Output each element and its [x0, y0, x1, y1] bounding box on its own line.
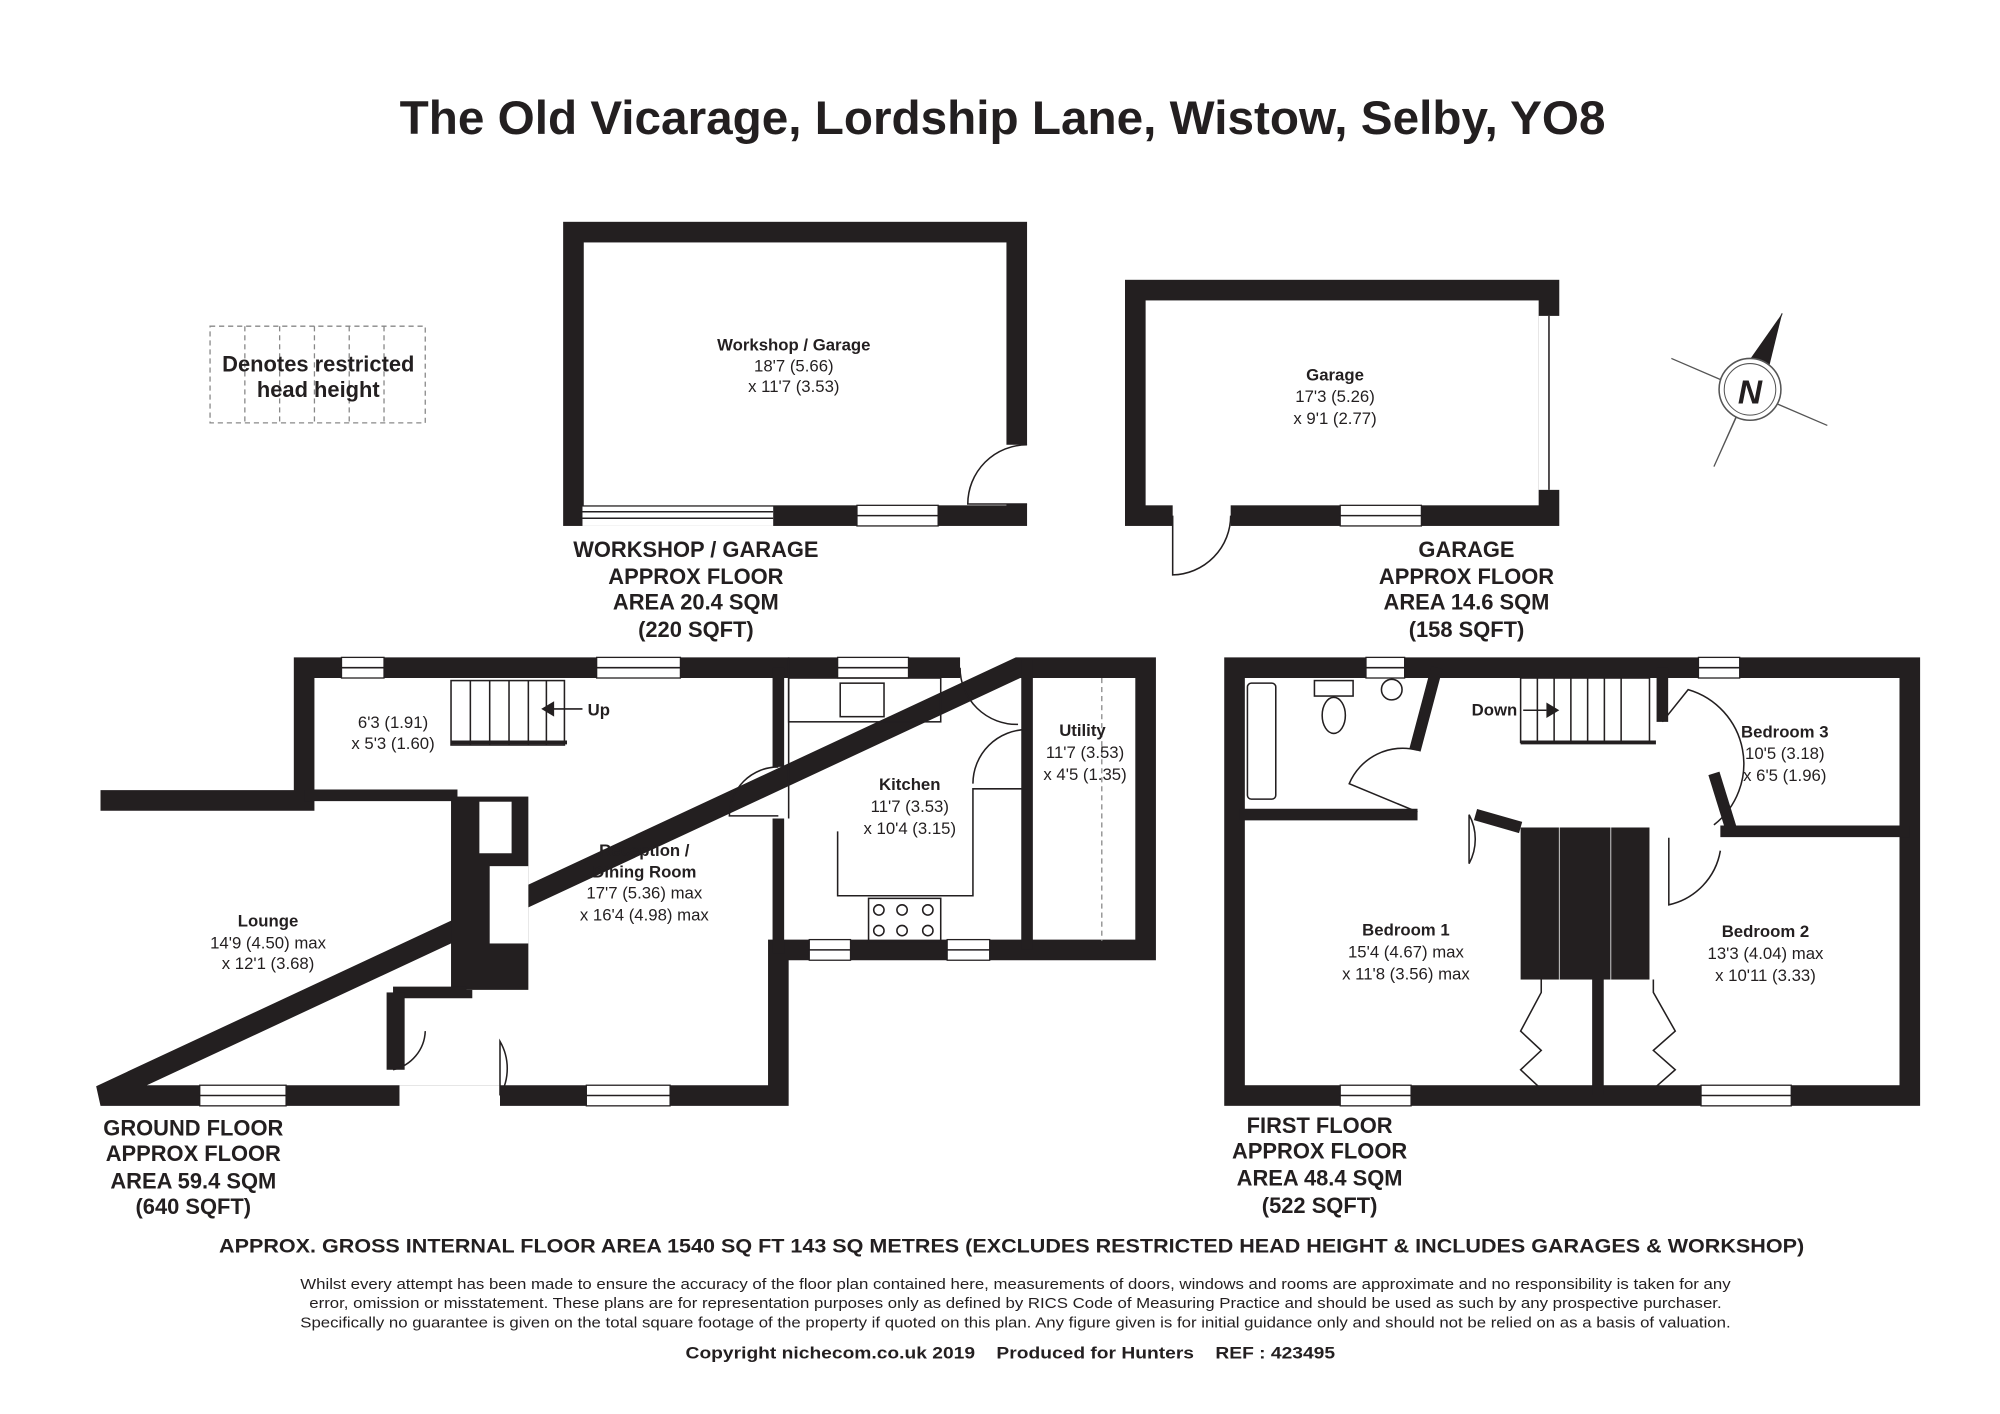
workshop-garage-plan: Workshop / Garage 18'7 (5.66) x 11'7 (3.… — [563, 221, 1029, 527]
compass-north-icon: N — [1671, 313, 1828, 467]
room-name: Bedroom 1 — [1362, 921, 1450, 940]
room-dimension: x 16'4 (4.98) max — [580, 905, 710, 924]
room-name: Garage — [1306, 365, 1364, 384]
room-dimension: x 10'11 (3.33) — [1715, 966, 1816, 985]
caption-line: APPROX FLOOR — [1379, 564, 1554, 589]
basin-icon — [1380, 678, 1403, 701]
room-dimension: x 5'3 (1.60) — [351, 734, 434, 753]
caption-line: GROUND FLOOR — [103, 1115, 283, 1140]
room-dimension: 15'4 (4.67) max — [1348, 943, 1464, 962]
garage-plan: Garage 17'3 (5.26) x 9'1 (2.77) — [1125, 279, 1562, 576]
room-dimension: x 11'8 (3.56) max — [1342, 965, 1470, 984]
room-dimension: 17'7 (5.36) max — [586, 883, 702, 902]
caption-line: AREA 14.6 SQM — [1384, 590, 1550, 615]
ground-floor-plan: Up 6'3 (1.91) x 5'3 (1.60) Lounge 14'9 (… — [96, 656, 1156, 1109]
caption-line: (158 SQFT) — [1409, 617, 1525, 642]
room-dimension: 11'7 (3.53) — [871, 797, 949, 816]
toilet-icon — [1313, 679, 1354, 697]
caption-line: (220 SQFT) — [638, 617, 754, 642]
room-dimension: 11'7 (3.53) — [1046, 743, 1124, 762]
room-dimension: x 12'1 (3.68) — [222, 954, 315, 973]
room-dimension: 13'3 (4.04) max — [1708, 944, 1824, 963]
caption-line: APPROX FLOOR — [1232, 1139, 1407, 1164]
room-dimension: x 11'7 (3.53) — [748, 377, 839, 396]
caption-line: APPROX FLOOR — [608, 564, 783, 589]
first-floor-area-caption: FIRST FLOOR APPROX FLOOR AREA 48.4 SQM (… — [1232, 1113, 1407, 1218]
stairs-down-label: Down — [1472, 700, 1518, 719]
restricted-head-height-legend: Denotes restricted head height — [209, 325, 426, 424]
garage-area-caption: GARAGE APPROX FLOOR AREA 14.6 SQM (158 S… — [1379, 537, 1554, 642]
room-name: Dining Room — [592, 863, 696, 882]
caption-line: FIRST FLOOR — [1247, 1113, 1393, 1138]
room-dimension: x 10'4 (3.15) — [863, 819, 956, 838]
sink-icon — [839, 682, 885, 718]
room-name: Bedroom 3 — [1741, 722, 1829, 741]
room-name: Kitchen — [879, 775, 940, 794]
room-dimension: x 6'5 (1.96) — [1743, 766, 1826, 785]
hob-icon — [867, 897, 942, 943]
disclaimer-line: Specifically no guarantee is given on th… — [300, 1315, 1730, 1331]
stairs-up-label: Up — [588, 700, 610, 719]
caption-line: AREA 20.4 SQM — [613, 590, 779, 615]
room-dimension: 6'3 (1.91) — [358, 713, 428, 732]
room-dimension: x 4'5 (1.35) — [1043, 765, 1126, 784]
room-name: Bedroom 2 — [1722, 922, 1810, 941]
page-title: The Old Vicarage, Lordship Lane, Wistow,… — [400, 92, 1606, 145]
caption-line: (522 SQFT) — [1262, 1193, 1378, 1218]
room-dimension: 14'9 (4.50) max — [210, 934, 326, 953]
room-dimension: 10'5 (3.18) — [1745, 744, 1825, 763]
copyright: Copyright nichecom.co.uk 2019 Produced f… — [686, 1343, 1335, 1362]
bath-icon — [1246, 682, 1277, 800]
room-name: Workshop / Garage — [717, 336, 870, 355]
legend-text: Denotes restricted — [222, 351, 414, 376]
room-name: Utility — [1059, 721, 1106, 740]
disclaimer-line: error, omission or misstatement. These p… — [309, 1296, 1721, 1312]
room-name: Lounge — [238, 912, 298, 931]
caption-line: WORKSHOP / GARAGE — [573, 537, 818, 562]
room-name: Reception / — [599, 841, 690, 860]
caption-line: (640 SQFT) — [136, 1194, 252, 1219]
gross-area-summary: APPROX. GROSS INTERNAL FLOOR AREA 1540 S… — [219, 1237, 1804, 1258]
compass-label: N — [1738, 375, 1763, 412]
disclaimer-line: Whilst every attempt has been made to en… — [300, 1277, 1731, 1293]
caption-line: GARAGE — [1418, 537, 1514, 562]
ground-floor-area-caption: GROUND FLOOR APPROX FLOOR AREA 59.4 SQM … — [103, 1115, 283, 1219]
caption-line: AREA 59.4 SQM — [110, 1168, 276, 1193]
caption-line: APPROX FLOOR — [106, 1141, 281, 1166]
room-dimension: x 9'1 (2.77) — [1293, 409, 1376, 428]
workshop-area-caption: WORKSHOP / GARAGE APPROX FLOOR AREA 20.4… — [573, 537, 818, 642]
legend-text: head height — [257, 377, 381, 402]
first-floor-plan: Down Bedroom 3 10'5 (3.18) x 6'5 (1.96) … — [1224, 656, 1921, 1107]
caption-line: AREA 48.4 SQM — [1237, 1166, 1403, 1191]
room-dimension: 18'7 (5.66) — [754, 356, 834, 375]
room-dimension: 17'3 (5.26) — [1295, 387, 1375, 406]
